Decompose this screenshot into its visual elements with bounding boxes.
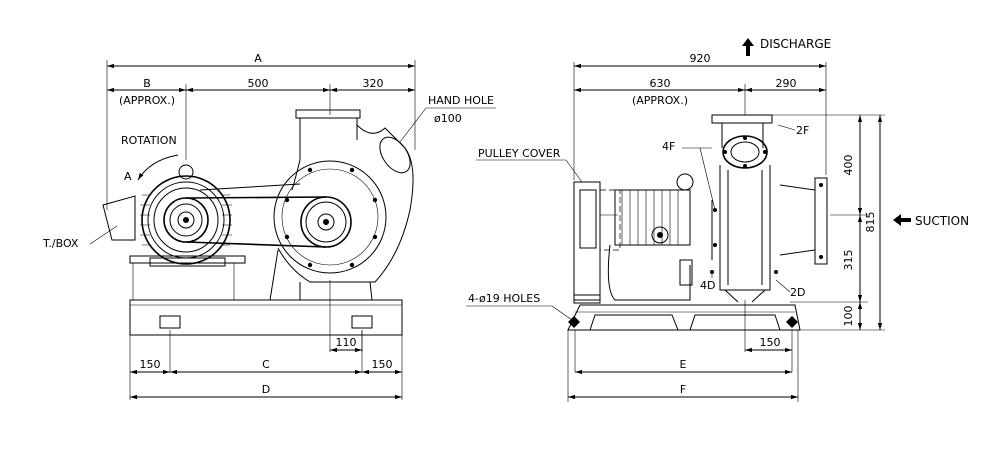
belt-top <box>185 196 327 199</box>
discharge-flange-left <box>295 109 361 119</box>
dim-150-left-label: 150 <box>140 358 161 371</box>
label-4f: 4F <box>662 140 675 153</box>
discharge-nozzle <box>722 135 768 169</box>
dim-110-label: 110 <box>336 336 357 349</box>
pump-body-side <box>710 114 828 303</box>
pulley-cover-label: PULLEY COVER <box>478 147 561 160</box>
motor <box>140 164 232 267</box>
dim-e-label: E <box>680 358 687 371</box>
dim-c-label: C <box>262 358 270 371</box>
pump-casing-circle <box>273 160 387 274</box>
dim-815-label: 815 <box>864 212 877 233</box>
volute-casing <box>277 124 414 283</box>
base-plate-left <box>129 299 403 336</box>
dim-315-label: 315 <box>842 250 855 271</box>
discharge-flange-right <box>711 114 773 124</box>
dim-630-approx: (APPROX.) <box>632 94 688 107</box>
label-4d: 4D <box>700 279 715 292</box>
suction-arrow <box>893 214 911 226</box>
dim-a-label: A <box>254 52 262 65</box>
dim-290-label: 290 <box>776 77 797 90</box>
dim-d-label: D <box>262 383 270 396</box>
casing-bolts <box>284 167 378 268</box>
dim-920-label: 920 <box>690 52 711 65</box>
dim-320-label: 320 <box>363 77 384 90</box>
base-plate-right <box>567 304 801 331</box>
dim-150-right-label: 150 <box>372 358 393 371</box>
hand-hole <box>379 136 411 174</box>
suction-nozzle <box>779 184 816 256</box>
svg-text:A: A <box>124 170 132 183</box>
hand-hole-dia-label: ø100 <box>434 112 462 125</box>
hand-hole-label: HAND HOLE <box>428 94 494 107</box>
bearing-frame <box>607 173 694 301</box>
belt-bottom <box>185 241 327 248</box>
dim-b-approx: (APPROX.) <box>119 94 175 107</box>
dim-100-label: 100 <box>842 306 855 327</box>
pulley-hidden <box>599 189 621 251</box>
rotation-label: ROTATION <box>121 134 177 147</box>
dim-f-label: F <box>680 383 686 396</box>
discharge-arrow <box>742 38 754 56</box>
pump-support <box>269 249 373 301</box>
motor-eyebolt <box>178 164 194 180</box>
suction-label: SUCTION <box>915 214 969 228</box>
lifting-eye <box>676 173 694 191</box>
label-2f: 2F <box>796 124 809 137</box>
discharge-label: DISCHARGE <box>760 37 831 51</box>
dim-b-label: B <box>143 77 151 90</box>
motor-slide-rail <box>129 255 246 264</box>
tbox-label: T./BOX <box>42 237 79 250</box>
anchor-slot-left <box>159 315 181 329</box>
holes-label: 4-ø19 HOLES <box>468 292 540 305</box>
left-view: A B (APPROX.) 500 320 HAND HOLE ø100 ROT… <box>42 52 496 400</box>
anchor-slot-right <box>351 315 373 329</box>
dim-400-label: 400 <box>842 155 855 176</box>
dim-500-label: 500 <box>248 77 269 90</box>
label-2d: 2D <box>790 286 805 299</box>
dim-150-right-label: 150 <box>760 336 781 349</box>
right-view: DISCHARGE 920 630 (APPROX.) 290 400 315 … <box>466 37 969 402</box>
dim-630-label: 630 <box>650 77 671 90</box>
suction-flange <box>814 177 828 265</box>
rotation-arrow <box>137 154 179 181</box>
motor-body <box>141 175 231 265</box>
terminal-box <box>102 195 136 241</box>
